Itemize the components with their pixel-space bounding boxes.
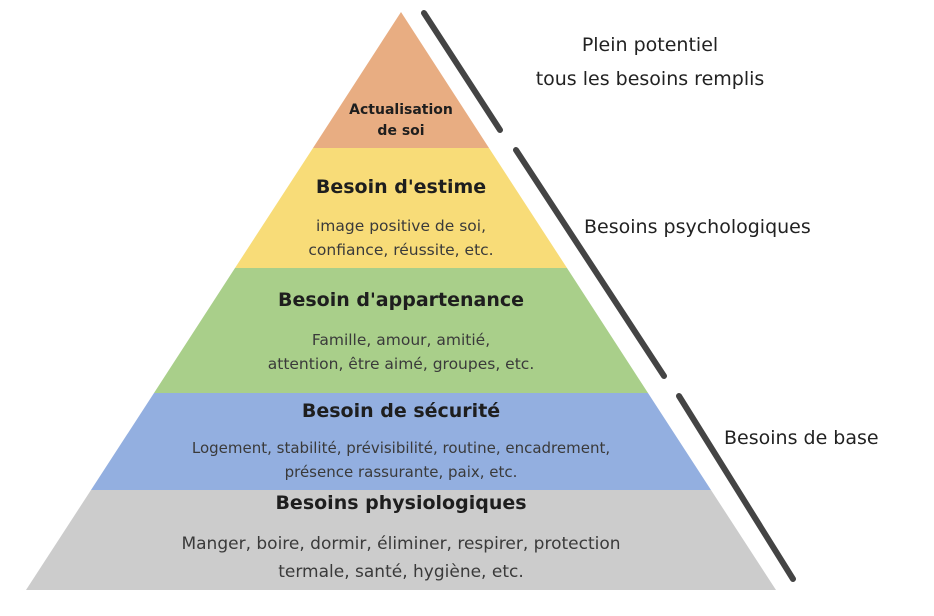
level-title-physiological: Besoins physiologiques	[275, 492, 527, 514]
level-desc-safety: Logement, stabilité, prévisibilité, rout…	[192, 436, 610, 484]
desc-line: termale, santé, hygiène, etc.	[278, 562, 524, 582]
desc-line: Manger, boire, dormir, éliminer, respire…	[181, 534, 621, 554]
level-title-line: Actualisation	[349, 102, 453, 118]
level-title-safety: Besoin de sécurité	[301, 400, 501, 422]
level-self-actualization	[313, 12, 489, 148]
bracket-full-potential	[421, 10, 503, 133]
desc-line: Logement, stabilité, prévisibilité, rout…	[191, 439, 611, 457]
level-belonging	[154, 268, 648, 393]
desc-line: présence rassurante, paix, etc.	[284, 463, 518, 481]
level-desc-physiological: Manger, boire, dormir, éliminer, respire…	[181, 530, 620, 586]
desc-line: attention, être aimé, groupes, etc.	[267, 355, 535, 373]
level-desc-belonging: Famille, amour, amitié, attention, être …	[268, 328, 535, 376]
level-title-esteem: Besoin d'estime	[315, 176, 487, 198]
bracket-basic	[676, 393, 796, 582]
level-title-line: de soi	[377, 123, 425, 139]
desc-line: image positive de soi,	[315, 217, 487, 235]
group-label-full-potential: Plein potentiel tous les besoins remplis	[500, 28, 800, 96]
desc-line: confiance, réussite, etc.	[308, 241, 494, 259]
level-title-belonging: Besoin d'appartenance	[277, 289, 525, 311]
bracket-psychological	[513, 147, 667, 379]
level-physiological	[26, 490, 776, 590]
desc-line: Famille, amour, amitié,	[311, 331, 491, 349]
level-safety	[91, 393, 711, 490]
level-title-self-actualization: Actualisation de soi	[349, 100, 453, 142]
level-desc-esteem: image positive de soi, confiance, réussi…	[308, 214, 493, 262]
group-label-line: Plein potentiel	[581, 34, 719, 56]
group-label-basic: Besoins de base	[724, 427, 879, 449]
group-label-line: tous les besoins remplis	[535, 68, 765, 90]
level-esteem	[235, 148, 567, 268]
group-label-psychological: Besoins psychologiques	[584, 216, 811, 238]
